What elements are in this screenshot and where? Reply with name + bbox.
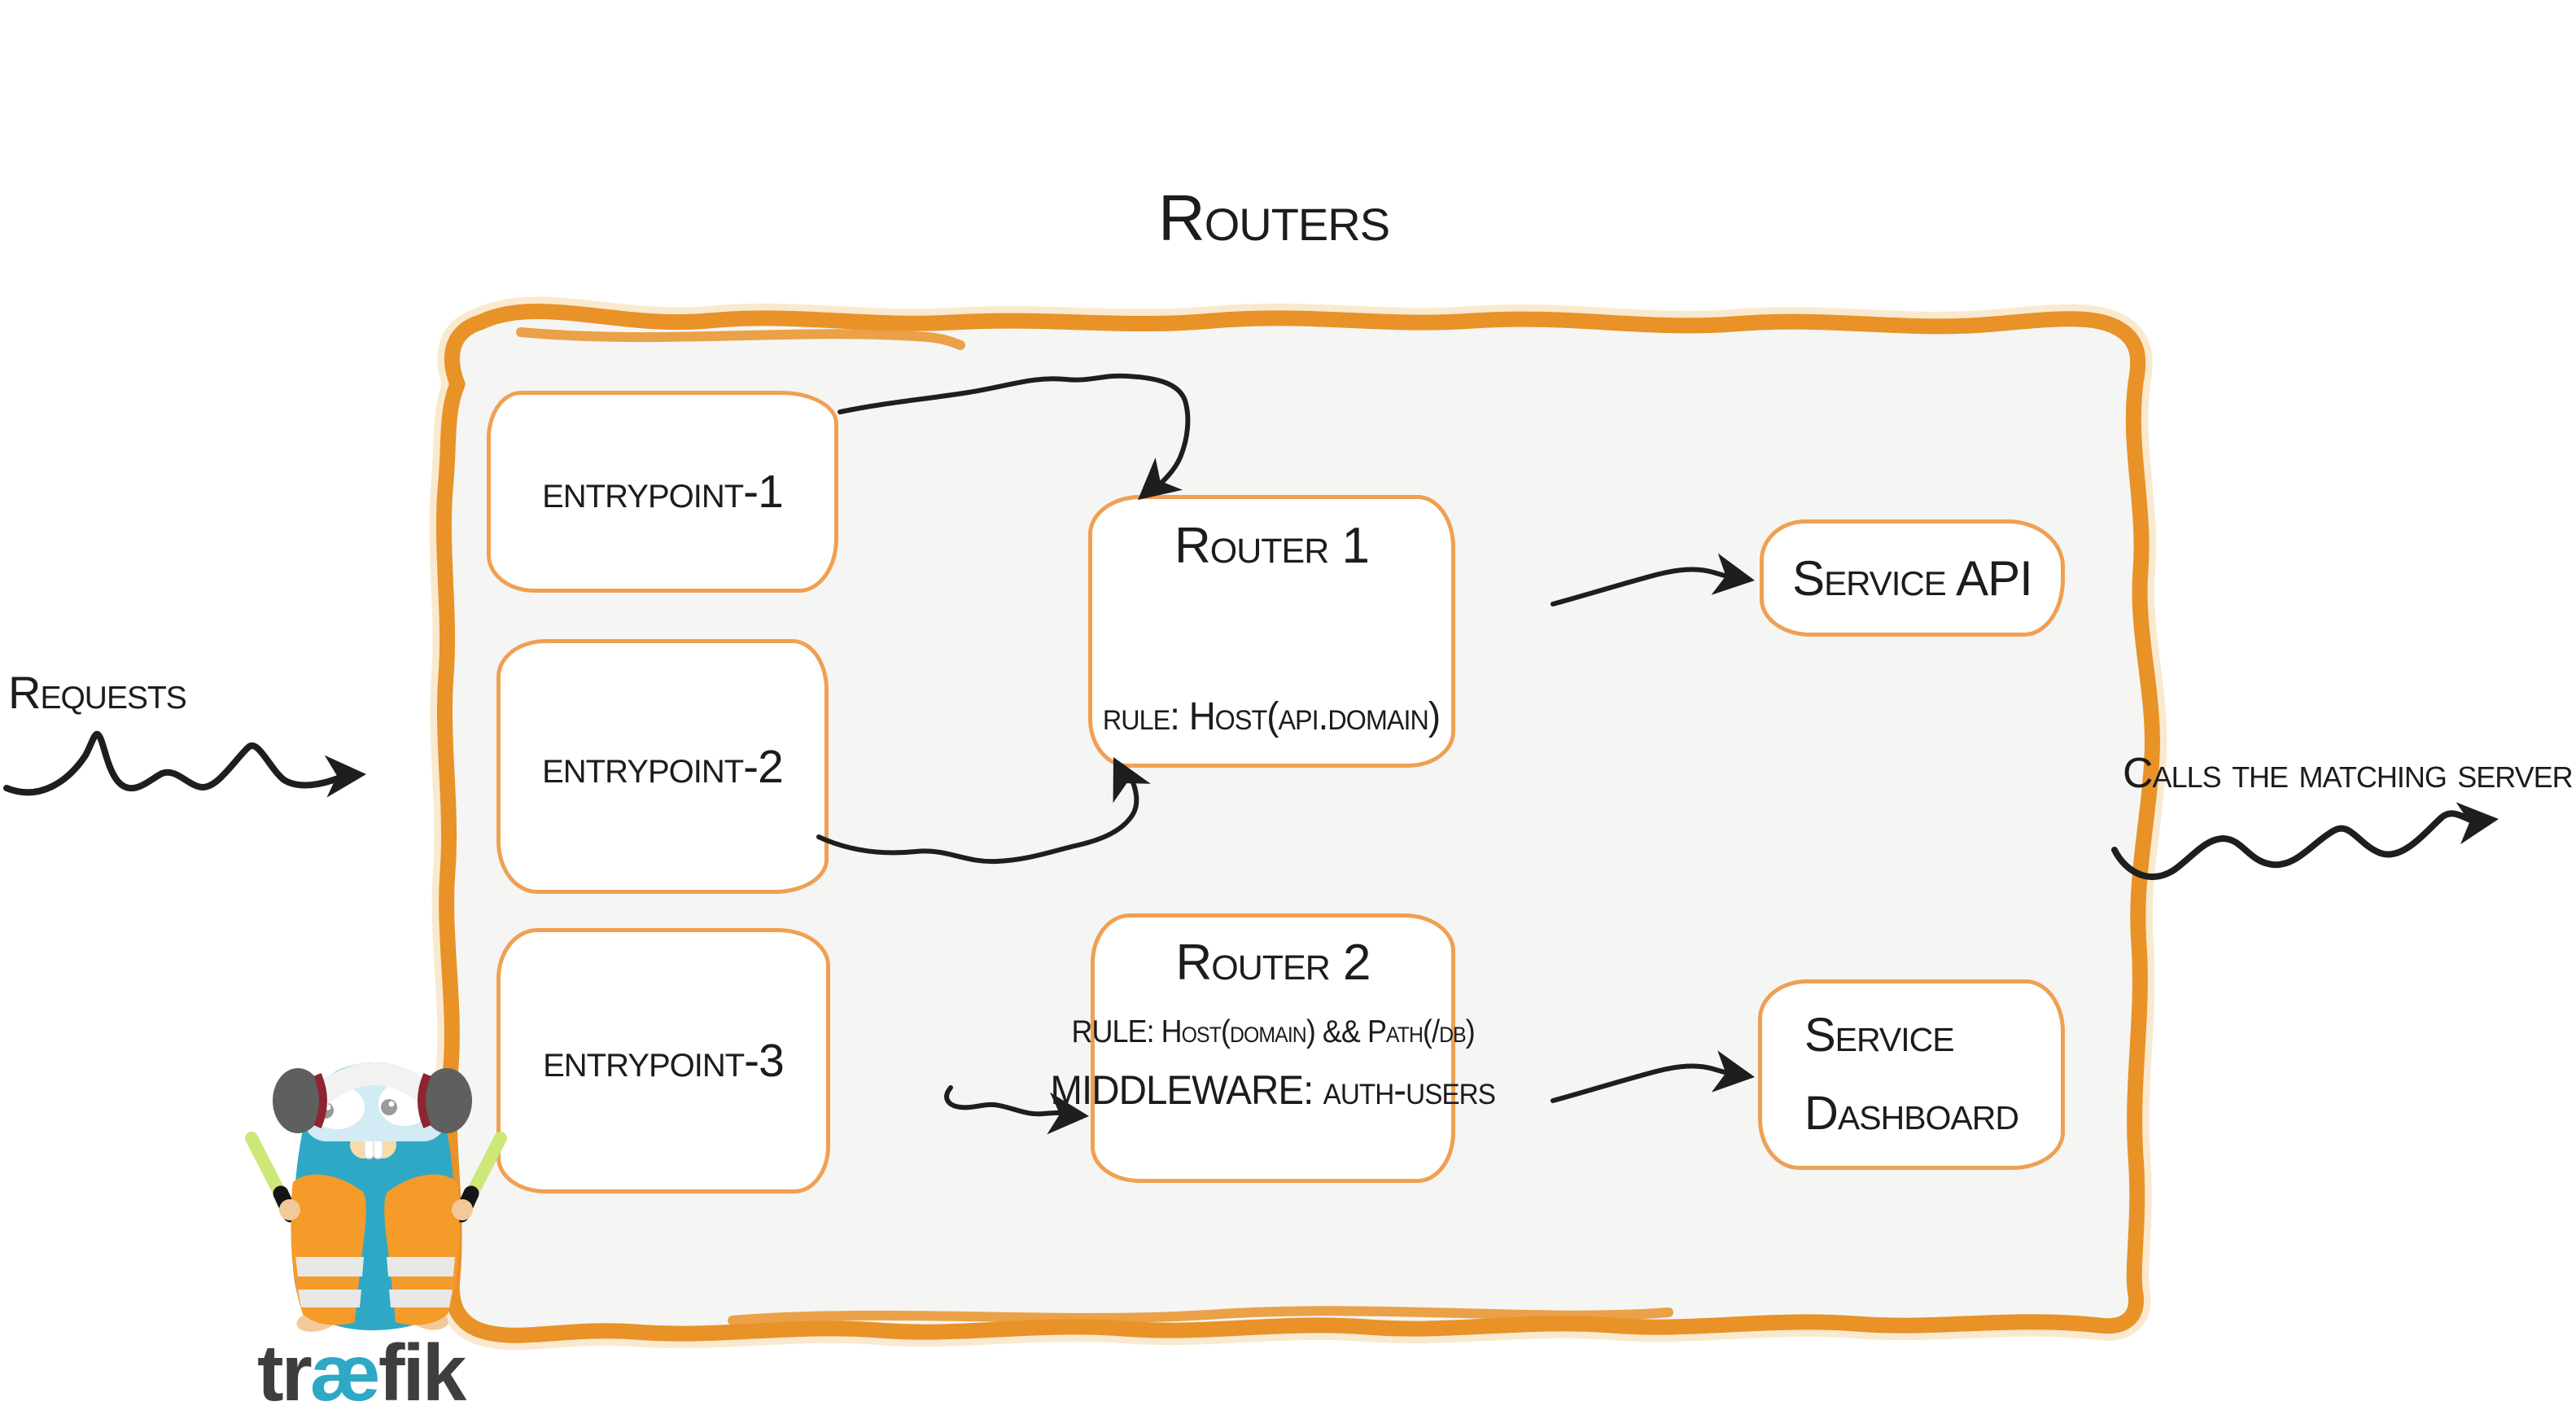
gopher-body [292, 1063, 457, 1330]
entrypoint-3-box: entrypoint-3 [496, 928, 830, 1193]
service-api-box: Service API [1760, 519, 2065, 637]
arrow-calls-server [2111, 810, 2481, 880]
arrow-entrypoint2-router1 [816, 773, 1139, 865]
arrowhead-router1-service-api [1711, 553, 1755, 595]
gopher-nose [360, 1122, 384, 1137]
router-2-box: Router 2 RULE: Host(domain) && Path(/db)… [1051, 913, 1496, 1183]
gopher-muzzle [350, 1122, 396, 1159]
gopher-eye-left [309, 1085, 365, 1129]
arrow-router2-service-dashboard [1550, 1063, 1736, 1103]
wordmark-ae: æ [309, 1328, 381, 1417]
arrow-requests [3, 730, 343, 796]
arrow-router1-service-api [1550, 567, 1736, 607]
requests-label: Requests [8, 667, 187, 718]
gopher-vest [291, 1174, 460, 1325]
vest-stripe [298, 1290, 361, 1307]
gopher-headphones [273, 1062, 472, 1133]
router-1-box: Router 1 rule: Host(api.domain) [1088, 495, 1455, 768]
entrypoint-1-box: entrypoint-1 [487, 391, 838, 593]
gopher-hand-right [452, 1199, 473, 1220]
wordmark-tr: tr [257, 1328, 313, 1417]
traefik-gopher-logo [245, 1062, 507, 1332]
entrypoint-3-label: entrypoint-3 [543, 1035, 785, 1087]
service-dashboard-box: Service Dashboard [1758, 979, 2065, 1170]
router-1-title: Router 1 [1174, 518, 1370, 574]
gopher-baton-right [453, 1132, 507, 1223]
arrowhead-calls-server [2456, 802, 2499, 845]
vest-stripe [389, 1290, 453, 1307]
gopher-hand-left [279, 1199, 300, 1220]
arrowhead-requests [324, 755, 366, 798]
router-2-rule: RULE: Host(domain) && Path(/db) [1071, 1014, 1475, 1049]
service-dashboard-line2: Dashboard [1804, 1087, 2019, 1140]
router-2-title: Router 2 [1175, 935, 1371, 991]
calls-label: Calls the matching server [2123, 750, 2574, 797]
brush-accent-top [516, 327, 965, 350]
page-title: Routers [1157, 182, 1390, 254]
arrow-entrypoint1-router1 [838, 373, 1191, 493]
brush-accent-bottom [728, 1306, 1673, 1325]
entrypoint-2-label: entrypoint-2 [542, 740, 784, 793]
traefik-wordmark: træfik [257, 1327, 466, 1419]
gopher-baton-left [245, 1132, 299, 1223]
arrowhead-router2-service-dashboard [1711, 1050, 1755, 1093]
entrypoint-1-label: entrypoint-1 [542, 466, 784, 518]
gopher-eye-right [378, 1082, 431, 1126]
vest-stripe [387, 1257, 455, 1277]
router-2-middleware: MIDDLEWARE: auth-users [1050, 1067, 1497, 1113]
service-api-label: Service API [1792, 550, 2033, 606]
wordmark-fik: fik [378, 1328, 466, 1417]
service-dashboard-line1: Service [1804, 1009, 1955, 1062]
entrypoint-2-box: entrypoint-2 [496, 639, 829, 894]
router-1-rule: rule: Host(api.domain) [1103, 695, 1441, 738]
gopher-goggles [304, 1082, 446, 1141]
vest-stripe [295, 1257, 364, 1277]
